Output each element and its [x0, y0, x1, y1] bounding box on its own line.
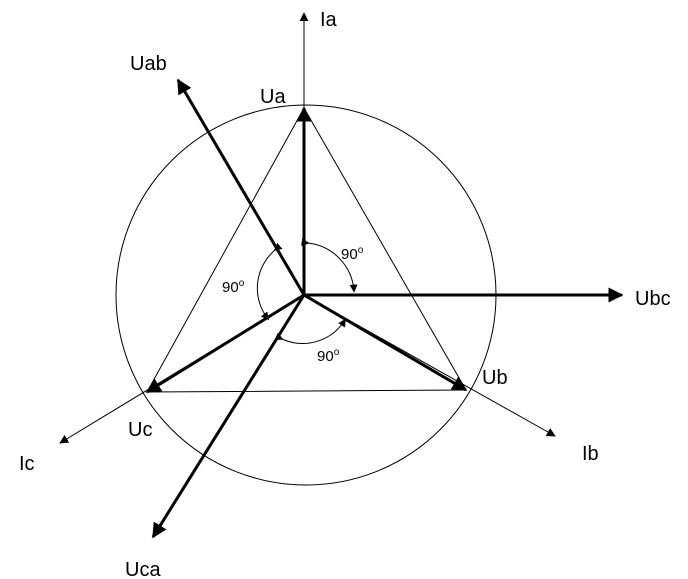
uca-phasor — [151, 294, 306, 539]
angle-unit: o — [239, 278, 245, 289]
uab-phasor — [176, 78, 306, 296]
angle-label-ua-ubc: 90o — [341, 245, 364, 263]
angle-arc-ua-ubc — [301, 238, 358, 293]
label-uc: Uc — [128, 419, 152, 441]
angle-unit: o — [358, 245, 364, 256]
label-uab: Uab — [130, 53, 167, 75]
uc-phasor — [145, 293, 305, 394]
label-ubc: Ubc — [635, 288, 671, 310]
label-ub: Ub — [482, 367, 508, 389]
angle-value: 90 — [222, 279, 239, 296]
angle-value: 90 — [341, 246, 358, 263]
angle-label-uca-ub: 90o — [317, 347, 340, 365]
label-ic: Ic — [19, 453, 35, 475]
ub-phasor — [303, 293, 468, 392]
angle-label-uab-uc: 90o — [222, 278, 245, 296]
angle-value: 90 — [317, 348, 334, 365]
label-ua: Ua — [260, 86, 286, 108]
angle-arc-uca-ub — [274, 318, 346, 344]
label-uca: Uca — [125, 559, 161, 579]
angle-arc-uab-uc — [256, 242, 283, 321]
label-ib: Ib — [582, 443, 599, 465]
label-ia: Ia — [320, 9, 338, 31]
angle-unit: o — [334, 347, 340, 358]
voltage-triangle — [146, 106, 467, 393]
